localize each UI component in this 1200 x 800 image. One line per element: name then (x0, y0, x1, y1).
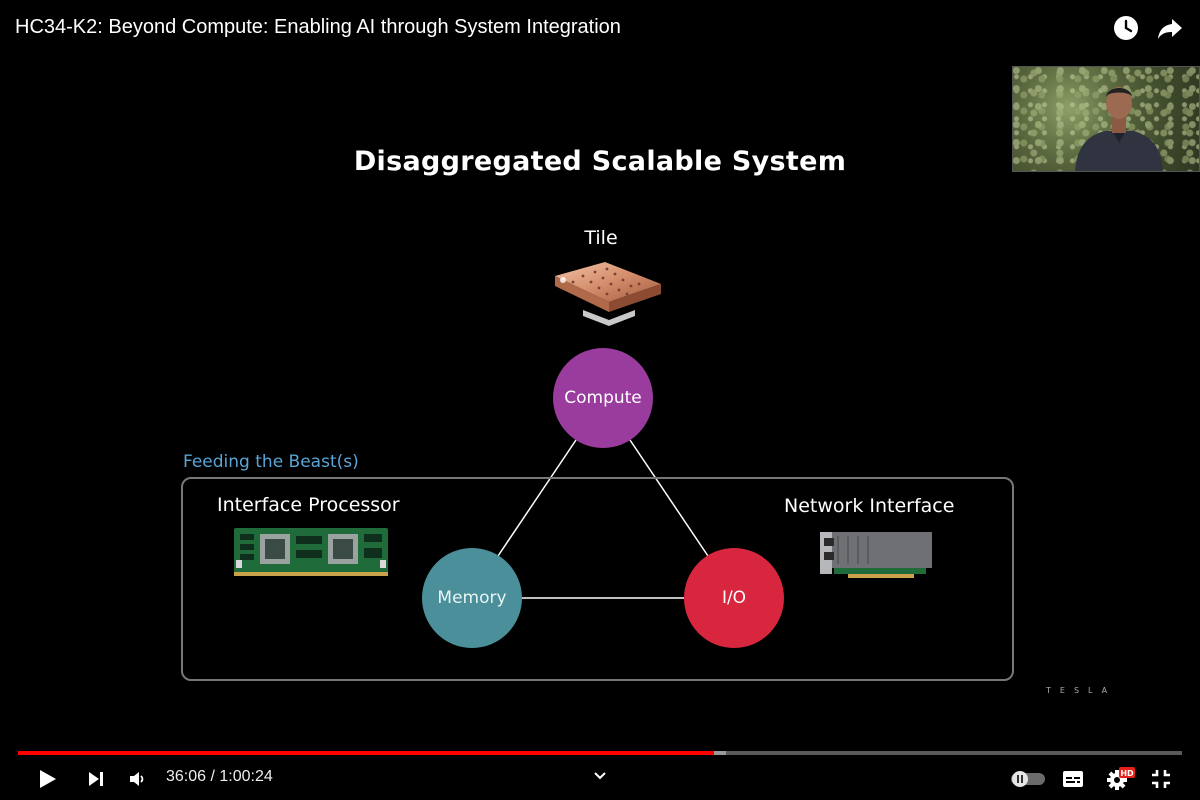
share-arrow-icon (1158, 19, 1182, 39)
hd-badge: HD (1120, 769, 1134, 778)
play-button[interactable] (36, 768, 58, 790)
autoplay-toggle[interactable] (1010, 769, 1046, 789)
share-button[interactable] (1156, 14, 1184, 42)
tile-label: Tile (584, 227, 618, 249)
group-label: Feeding the Beast(s) (183, 452, 359, 472)
io-node: I/O (684, 548, 784, 648)
memory-node: Memory (422, 548, 522, 648)
network-interface-label: Network Interface (784, 495, 955, 517)
speaker-figure (1075, 87, 1163, 171)
watch-later-button[interactable] (1112, 14, 1140, 42)
progress-bar[interactable] (18, 751, 1182, 755)
clock-icon (1114, 16, 1138, 40)
interface-processor-board-image (234, 528, 388, 576)
video-title[interactable]: HC34-K2: Beyond Compute: Enabling AI thr… (15, 16, 621, 38)
next-button[interactable] (86, 769, 106, 789)
settings-button[interactable]: HD (1106, 766, 1136, 792)
played-bar (18, 751, 715, 755)
play-icon (40, 770, 56, 788)
slide-title: Disaggregated Scalable System (353, 146, 847, 177)
brand-wordmark: TESLA (1046, 686, 1117, 695)
exit-fullscreen-icon (1152, 770, 1170, 788)
interface-processor-label: Interface Processor (217, 494, 400, 516)
autoplay-toggle-icon (1011, 771, 1045, 787)
volume-button[interactable] (128, 769, 148, 789)
compute-node: Compute (553, 348, 653, 448)
exit-fullscreen-button[interactable] (1150, 768, 1172, 790)
time-display: 36:06 / 1:00:24 (166, 768, 273, 785)
tile-image (555, 262, 661, 326)
group-box (181, 477, 1014, 681)
next-icon (89, 772, 103, 786)
chevron-down-icon (594, 772, 606, 780)
subtitles-icon (1063, 771, 1083, 787)
subtitles-button[interactable] (1062, 770, 1084, 788)
network-card-image (820, 532, 932, 578)
settings-icon: HD (1107, 767, 1135, 790)
chapter-expand-button[interactable] (592, 768, 608, 784)
volume-icon (130, 772, 144, 786)
